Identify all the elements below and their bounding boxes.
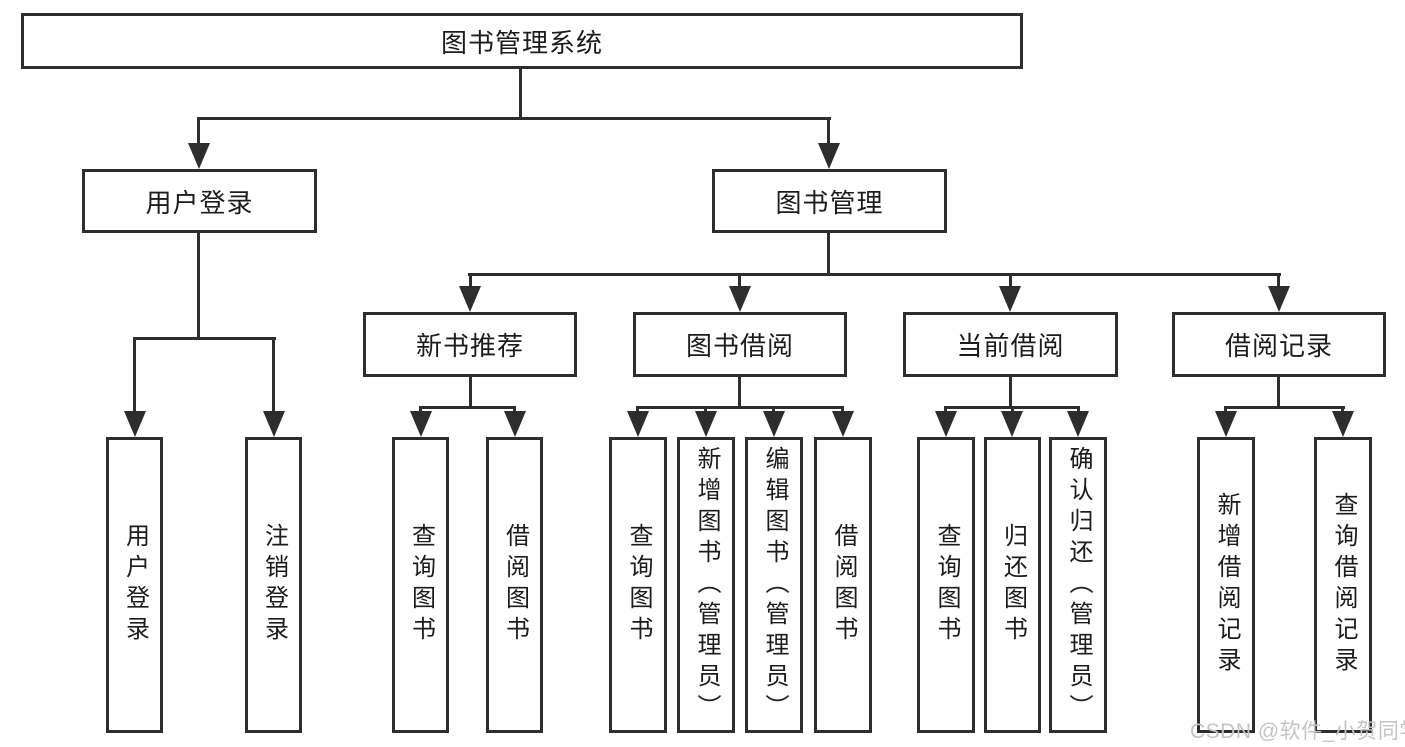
connector-current-stem	[1009, 377, 1012, 409]
arrow-down-icon	[459, 286, 481, 312]
leaf-current-return-label: 归还图书	[999, 523, 1027, 647]
connector-level3-drop	[738, 273, 741, 289]
arrow-down-icon	[627, 411, 649, 437]
connector-level3-drop	[1277, 273, 1280, 289]
arrow-down-icon	[1067, 411, 1089, 437]
connector-root-stem	[519, 69, 522, 120]
node-book-borrow-label: 图书借阅	[685, 331, 794, 361]
arrow-down-icon	[695, 411, 717, 437]
node-borrow-records: 借阅记录	[1172, 312, 1386, 377]
arrow-down-icon	[729, 286, 751, 312]
node-current-borrow-label: 当前借阅	[956, 331, 1065, 361]
watermark: CSDN @软件_小贺同学	[1190, 720, 1405, 743]
leaf-borrow-borrow: 借阅图书	[814, 437, 872, 733]
arrow-down-icon	[263, 411, 285, 437]
arrow-down-icon	[124, 411, 146, 437]
leaf-logout-label: 注销登录	[260, 523, 288, 647]
connector-records-hbar	[1224, 406, 1345, 409]
node-new-book-rec: 新书推荐	[363, 312, 577, 377]
connector-level3-hbar	[468, 273, 1281, 276]
connector-leaf-drop	[272, 337, 275, 413]
connector-userlogin-stem	[197, 233, 200, 340]
leaf-current-confirm-label: 确认归还（管理员）	[1065, 445, 1092, 725]
connector-level3-drop	[469, 273, 472, 289]
leaf-borrow-add-label: 新增图书（管理员）	[693, 445, 720, 725]
arrow-down-icon	[763, 411, 785, 437]
node-current-borrow: 当前借阅	[903, 312, 1118, 377]
connector-leaf-drop	[133, 337, 136, 413]
arrow-down-icon	[832, 411, 854, 437]
node-borrow-records-label: 借阅记录	[1224, 331, 1333, 361]
leaf-logout: 注销登录	[245, 437, 302, 733]
leaf-current-return: 归还图书	[984, 437, 1041, 733]
connector-leaf-drop	[513, 406, 516, 414]
arrow-down-icon	[999, 286, 1021, 312]
connector-newbook-stem	[469, 377, 472, 409]
leaf-current-query: 查询图书	[917, 437, 975, 733]
arrow-down-icon	[935, 411, 957, 437]
connector-leaf-drop	[704, 406, 707, 414]
connector-root-hbar	[197, 117, 831, 120]
leaf-borrow-add: 新增图书（管理员）	[677, 437, 735, 733]
connector-leaf-drop	[841, 406, 844, 414]
connector-leaf-drop	[1224, 406, 1227, 414]
node-user-login-label: 用户登录	[145, 187, 254, 218]
arrow-down-icon	[188, 143, 210, 169]
connector-userlogin-drop	[197, 117, 200, 145]
connector-level3-drop	[1009, 273, 1012, 289]
leaf-borrow-query-label: 查询图书	[625, 523, 652, 647]
leaf-user-login-label: 用户登录	[121, 523, 149, 647]
leaf-current-confirm: 确认归还（管理员）	[1049, 437, 1107, 733]
leaf-records-query: 查询借阅记录	[1314, 437, 1372, 733]
leaf-newbook-query-label: 查询图书	[407, 523, 435, 647]
leaf-borrow-query: 查询图书	[609, 437, 667, 733]
connector-records-stem	[1277, 377, 1280, 409]
arrow-down-icon	[818, 143, 840, 169]
connector-leaf-drop	[772, 406, 775, 414]
node-book-mgmt: 图书管理	[712, 169, 947, 233]
connector-bookmgmt-stem	[827, 233, 830, 276]
node-root: 图书管理系统	[21, 13, 1023, 69]
node-book-mgmt-label: 图书管理	[775, 187, 884, 218]
leaf-records-add: 新增借阅记录	[1197, 437, 1255, 733]
node-user-login: 用户登录	[82, 169, 317, 233]
connector-leaf-drop	[1011, 406, 1014, 414]
arrow-down-icon	[1215, 411, 1237, 437]
leaf-newbook-query: 查询图书	[392, 437, 449, 733]
leaf-newbook-borrow-label: 借阅图书	[501, 523, 529, 647]
connector-bookmgmt-drop	[827, 117, 830, 145]
arrow-down-icon	[410, 411, 432, 437]
leaf-borrow-edit-label: 编辑图书（管理员）	[761, 445, 788, 725]
arrow-down-icon	[1001, 411, 1023, 437]
node-root-label: 图书管理系统	[440, 27, 603, 58]
leaf-records-add-label: 新增借阅记录	[1213, 492, 1240, 678]
connector-borrow-stem	[738, 377, 741, 409]
leaf-records-query-label: 查询借阅记录	[1330, 492, 1357, 678]
arrow-down-icon	[504, 411, 526, 437]
arrow-down-icon	[1332, 411, 1354, 437]
node-new-book-rec-label: 新书推荐	[415, 331, 524, 361]
leaf-borrow-edit: 编辑图书（管理员）	[745, 437, 803, 733]
connector-leaf-drop	[1077, 406, 1080, 414]
leaf-user-login: 用户登录	[106, 437, 163, 733]
leaf-current-query-label: 查询图书	[933, 523, 960, 647]
connector-leaf-drop	[1341, 406, 1344, 414]
leaf-newbook-borrow: 借阅图书	[486, 437, 543, 733]
connector-newbook-hbar	[419, 406, 516, 409]
connector-leaf-drop	[944, 406, 947, 414]
connector-leaf-drop	[636, 406, 639, 414]
arrow-down-icon	[1268, 286, 1290, 312]
connector-userlogin-hbar	[133, 337, 276, 340]
connector-borrow-hbar	[636, 406, 844, 409]
node-book-borrow: 图书借阅	[633, 312, 847, 377]
connector-leaf-drop	[419, 406, 422, 414]
leaf-borrow-borrow-label: 借阅图书	[830, 523, 857, 647]
